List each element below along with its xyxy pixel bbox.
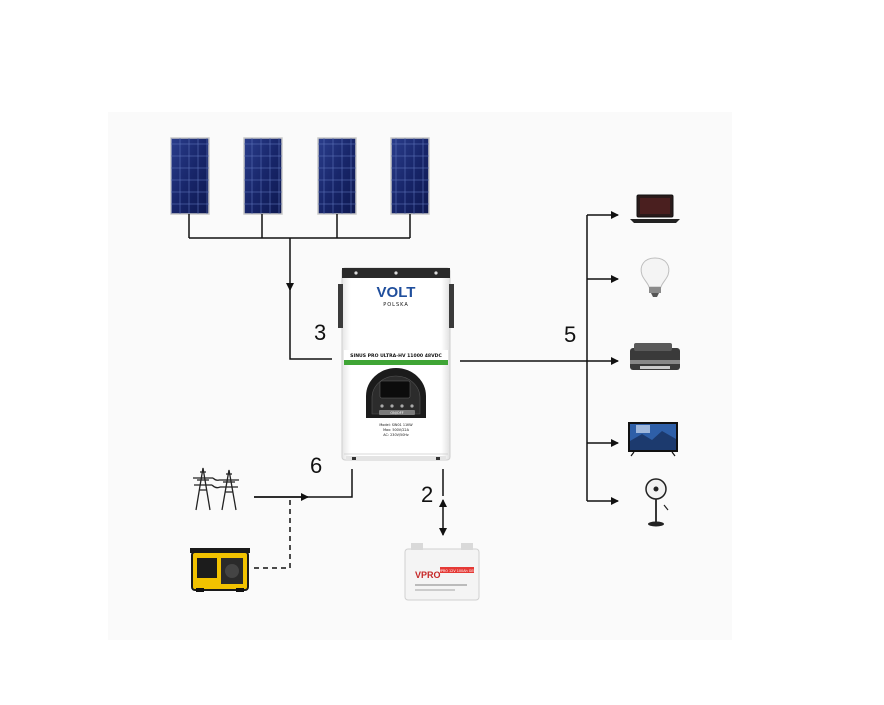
solar-panel-icon xyxy=(170,137,210,215)
printer-icon xyxy=(630,343,680,370)
load-wiring xyxy=(460,211,619,505)
inverter-brand-sub: POLSKA xyxy=(383,302,409,308)
inverter-spec-3: AC: 230V/50Hz xyxy=(383,433,409,437)
battery-brand: VPRO xyxy=(415,570,441,580)
fan-icon xyxy=(645,478,669,527)
solar-panel-icon xyxy=(243,137,283,215)
inverter-model: SINUS PRO ULTRA-HV 11000 48VDC xyxy=(350,353,442,359)
solar-panel-icon xyxy=(317,137,357,215)
inverter-accent-stripe xyxy=(344,360,448,365)
inverter-mode-button: ON/OFF xyxy=(390,411,403,415)
solar-array xyxy=(170,137,430,215)
inverter: VOLT POLSKA SINUS PRO ULTRA-HV 11000 48V… xyxy=(338,267,454,461)
label-grid: 6 xyxy=(310,453,322,478)
battery-spec: VPRO 12V 100Ah GEL xyxy=(439,569,476,573)
label-pv-input: 3 xyxy=(314,320,326,345)
tv-icon xyxy=(628,422,678,457)
label-loads: 5 xyxy=(564,322,576,347)
battery-icon: VPRO VPRO 12V 100Ah GEL xyxy=(404,543,480,601)
inverter-spec-2: Max: 500V/22A xyxy=(383,428,409,432)
label-battery: 2 xyxy=(421,482,433,507)
grid-wiring xyxy=(254,469,353,501)
pv-wiring xyxy=(188,214,411,360)
power-tower-icon xyxy=(193,467,239,511)
inverter-brand: VOLT xyxy=(377,284,416,301)
generator-wiring xyxy=(254,497,291,569)
laptop-icon xyxy=(630,194,680,223)
inverter-display xyxy=(366,368,426,418)
solar-panel-icon xyxy=(390,137,430,215)
generator-icon xyxy=(190,548,250,592)
light-bulb-icon xyxy=(640,257,670,297)
inverter-spec-1: Model: SIN01 11KW xyxy=(379,423,413,427)
